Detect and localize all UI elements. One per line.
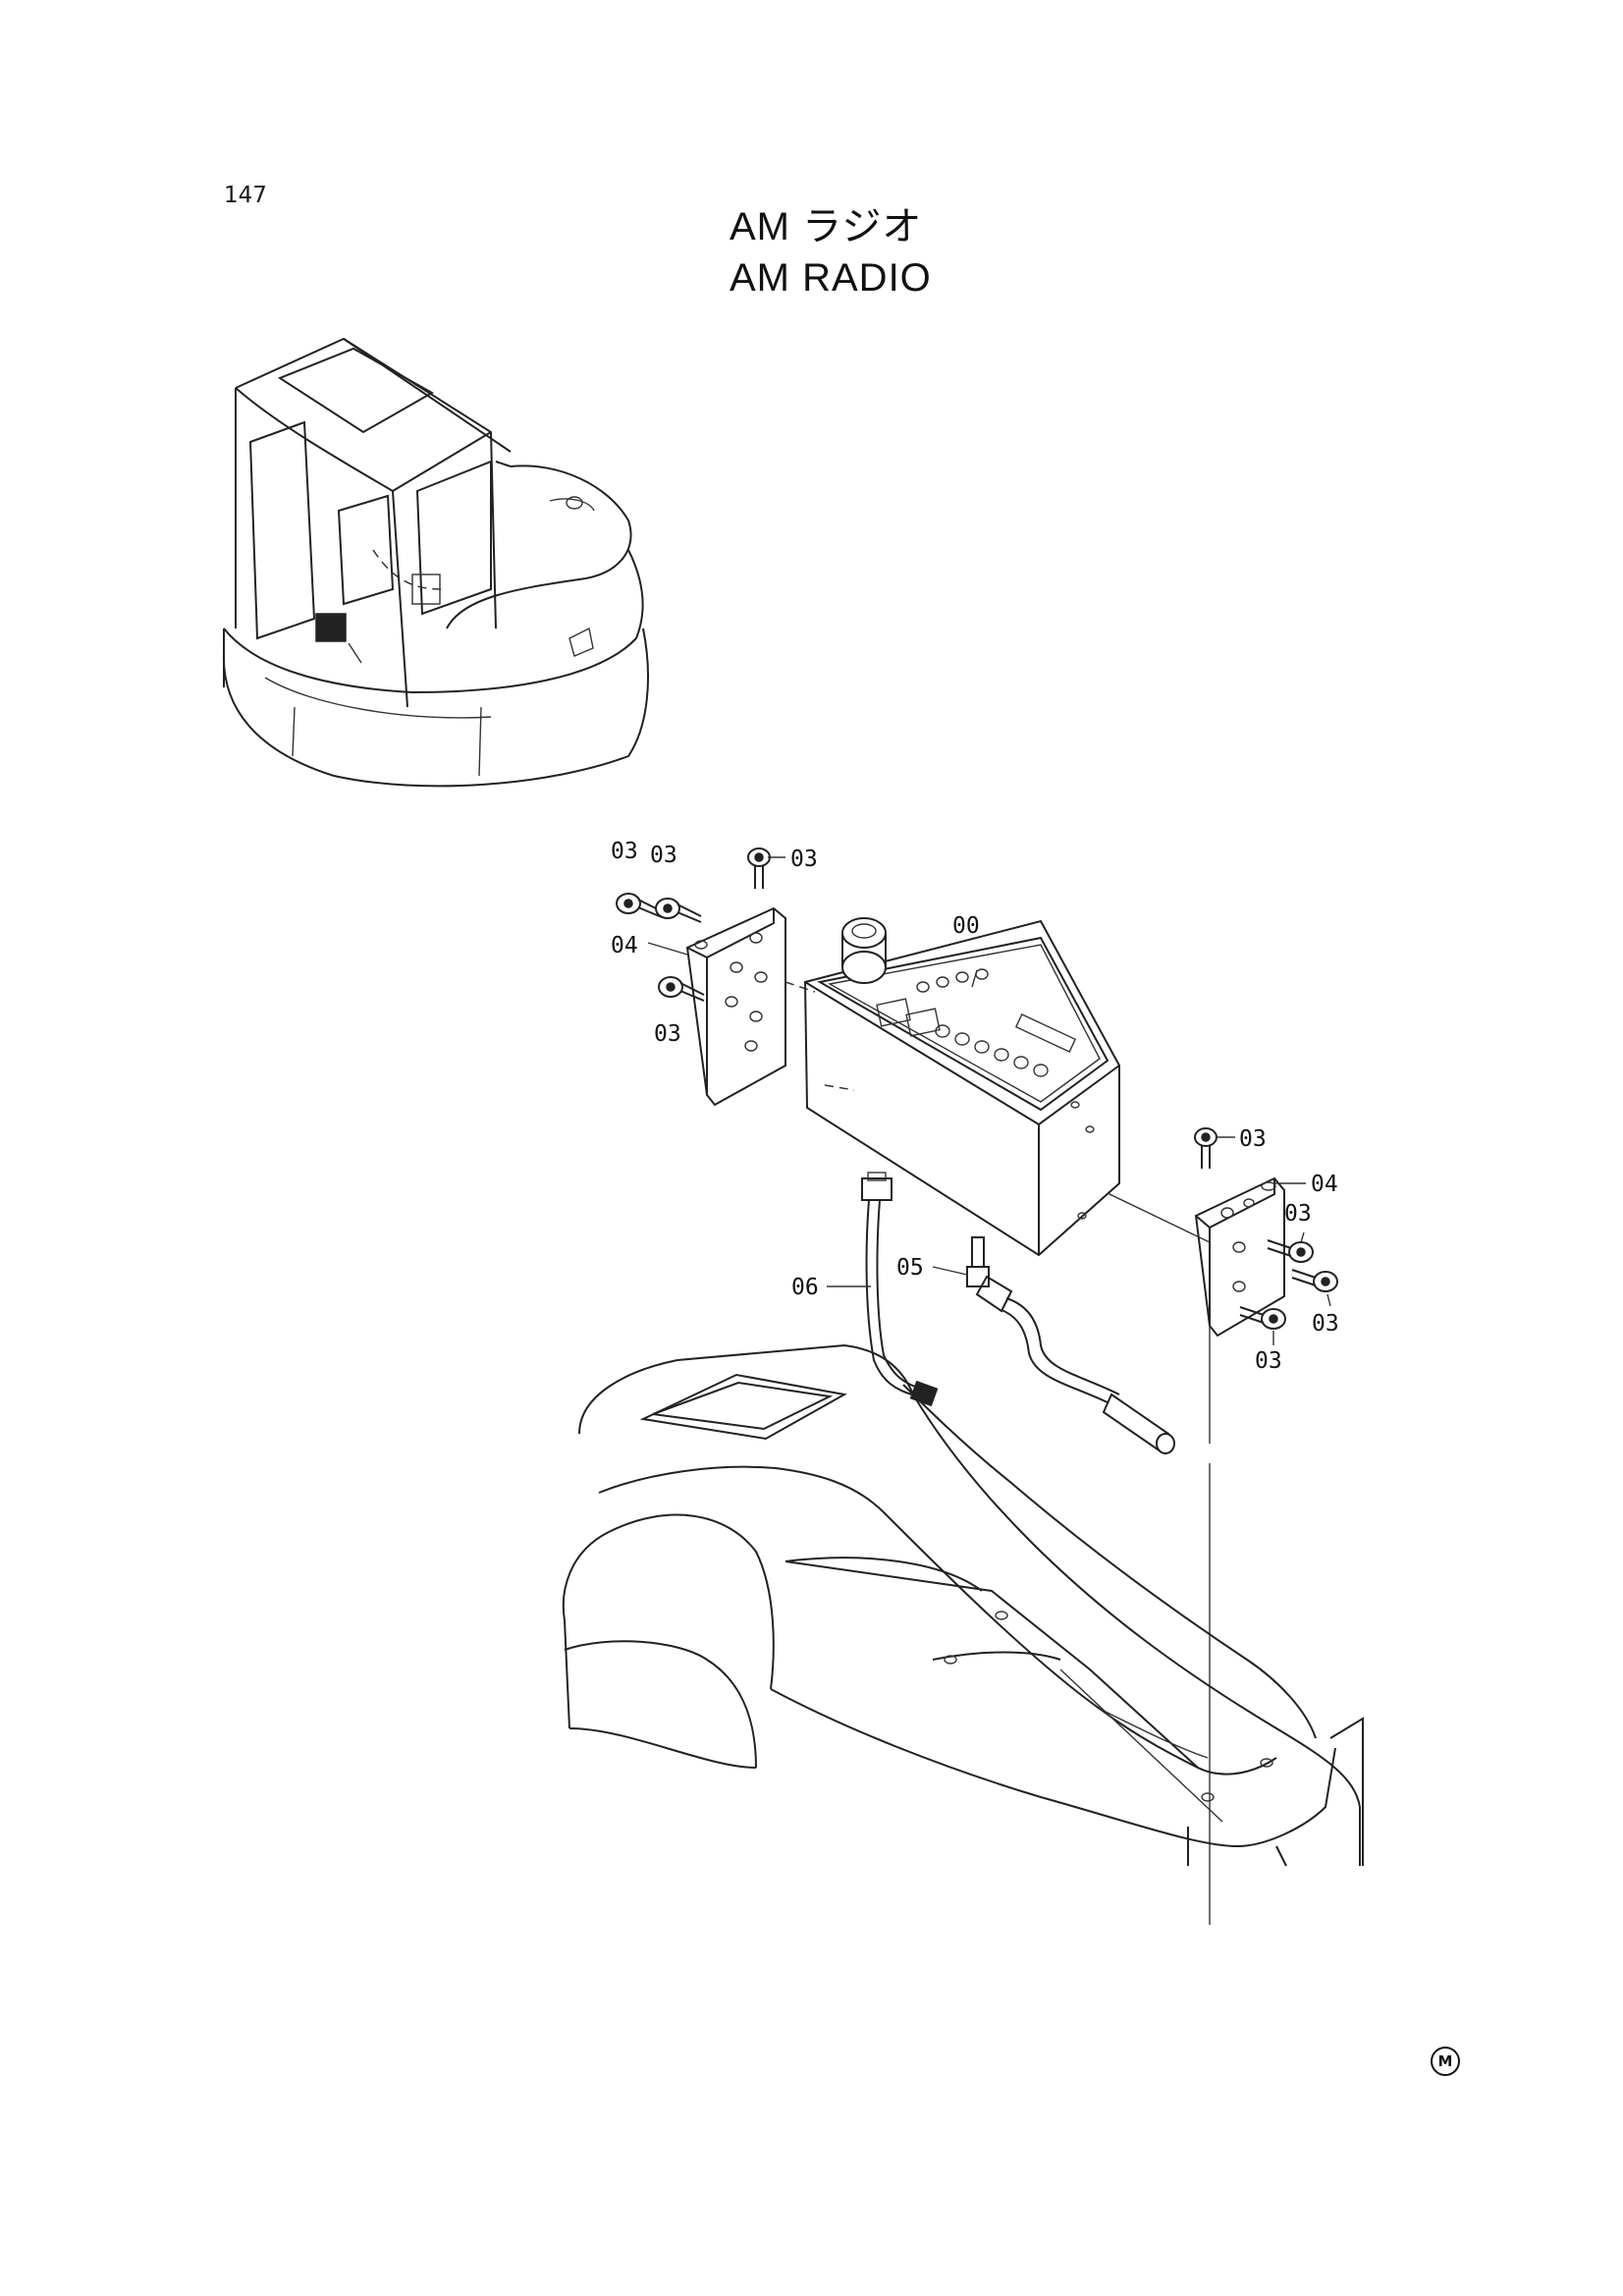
am-radio-unit: [803, 917, 1120, 1257]
callout-label: 03: [790, 847, 818, 872]
left-mounting-bracket: [685, 906, 786, 1107]
page-number: 147: [224, 183, 267, 208]
title-japanese: AM ラジオ: [730, 205, 923, 248]
callout-label: 00: [952, 913, 980, 939]
callout-label: 03: [1239, 1126, 1267, 1152]
antenna-cable: [966, 1236, 1175, 1454]
callout-label: 03: [1255, 1348, 1282, 1374]
callout-label: 03: [654, 1021, 681, 1047]
callout-label: 05: [896, 1255, 924, 1281]
cab-overview-illustration: [222, 337, 649, 788]
callout-leader-lines: [647, 856, 1331, 1345]
callout-label: 04: [1311, 1172, 1338, 1197]
callout-label: 06: [791, 1275, 819, 1300]
guide-line-right: [1107, 1192, 1211, 1243]
callout-label: 03: [1312, 1311, 1339, 1337]
callout-label: 03: [1284, 1201, 1312, 1227]
callout-label: 04: [611, 933, 638, 958]
wiring-harness: [861, 1172, 939, 1407]
screw-set: [616, 847, 1338, 1330]
title-english: AM RADIO: [730, 256, 932, 300]
corner-m-mark: M: [1431, 2047, 1460, 2076]
guide-line-left: [784, 981, 816, 993]
page-title: AM ラジオ AM RADIO: [730, 201, 932, 303]
console-housing: [562, 1343, 1364, 1867]
callout-label: 03: [611, 839, 638, 864]
callout-label: 03: [650, 843, 677, 868]
